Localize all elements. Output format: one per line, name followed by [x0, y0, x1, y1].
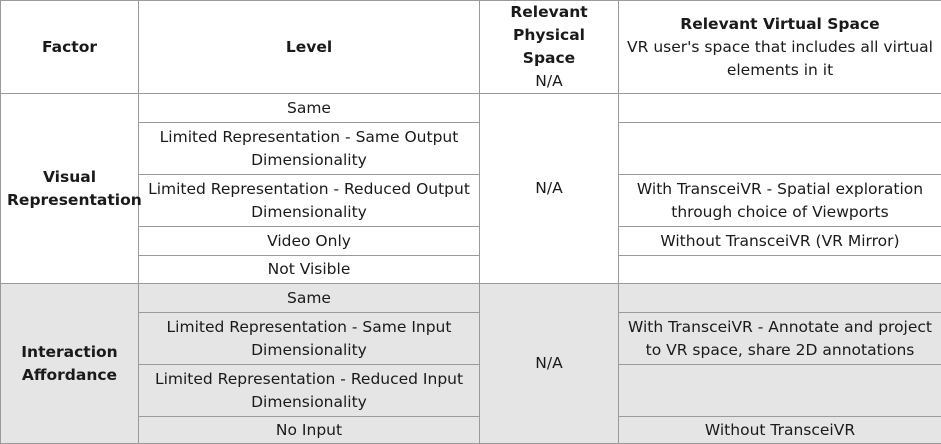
- factor-cell-visual: Visual Representation: [1, 94, 139, 284]
- table-row: Visual Representation Same N/A: [1, 94, 941, 123]
- header-level-label: Level: [145, 36, 473, 59]
- virtual-cell: [619, 284, 941, 313]
- virtual-cell: With TransceiVR - Spatial exploration th…: [619, 175, 941, 227]
- level-cell: Limited Representation - Reduced Input D…: [139, 365, 480, 417]
- virtual-cell: Without TransceiVR: [619, 417, 941, 444]
- table-row: Interaction Affordance Same N/A: [1, 284, 941, 313]
- level-cell: Same: [139, 94, 480, 123]
- table-row: Video Only Without TransceiVR (VR Mirror…: [1, 227, 941, 256]
- level-cell: Same: [139, 284, 480, 313]
- factor-cell-interaction: Interaction Affordance: [1, 284, 139, 444]
- level-cell: Limited Representation - Reduced Output …: [139, 175, 480, 227]
- level-cell: Limited Representation - Same Output Dim…: [139, 123, 480, 175]
- virtual-cell: [619, 365, 941, 417]
- level-cell: Video Only: [139, 227, 480, 256]
- table-row: Limited Representation - Same Input Dime…: [1, 313, 941, 365]
- physical-cell-visual: N/A: [480, 94, 619, 284]
- virtual-cell: [619, 94, 941, 123]
- level-cell: Not Visible: [139, 256, 480, 284]
- header-virtual-subtitle: VR user's space that includes all virtua…: [625, 36, 935, 82]
- header-row: Factor Level Relevant Physical Space N/A…: [1, 1, 941, 94]
- header-factor-label: Factor: [7, 36, 132, 59]
- virtual-cell: Without TransceiVR (VR Mirror): [619, 227, 941, 256]
- table-row: Limited Representation - Same Output Dim…: [1, 123, 941, 175]
- header-virtual-space: Relevant Virtual Space VR user's space t…: [619, 1, 941, 94]
- header-level: Level: [139, 1, 480, 94]
- header-physical-subtitle: N/A: [486, 70, 612, 93]
- table-row: Not Visible: [1, 256, 941, 284]
- header-virtual-title: Relevant Virtual Space: [625, 13, 935, 36]
- level-cell: No Input: [139, 417, 480, 444]
- virtual-cell: [619, 256, 941, 284]
- table-row: No Input Without TransceiVR: [1, 417, 941, 444]
- level-cell: Limited Representation - Same Input Dime…: [139, 313, 480, 365]
- table-row: Limited Representation - Reduced Input D…: [1, 365, 941, 417]
- header-physical-space: Relevant Physical Space N/A: [480, 1, 619, 94]
- virtual-cell: With TransceiVR - Annotate and project t…: [619, 313, 941, 365]
- virtual-cell: [619, 123, 941, 175]
- header-physical-title: Relevant Physical Space: [486, 1, 612, 70]
- physical-cell-interaction: N/A: [480, 284, 619, 444]
- header-factor: Factor: [1, 1, 139, 94]
